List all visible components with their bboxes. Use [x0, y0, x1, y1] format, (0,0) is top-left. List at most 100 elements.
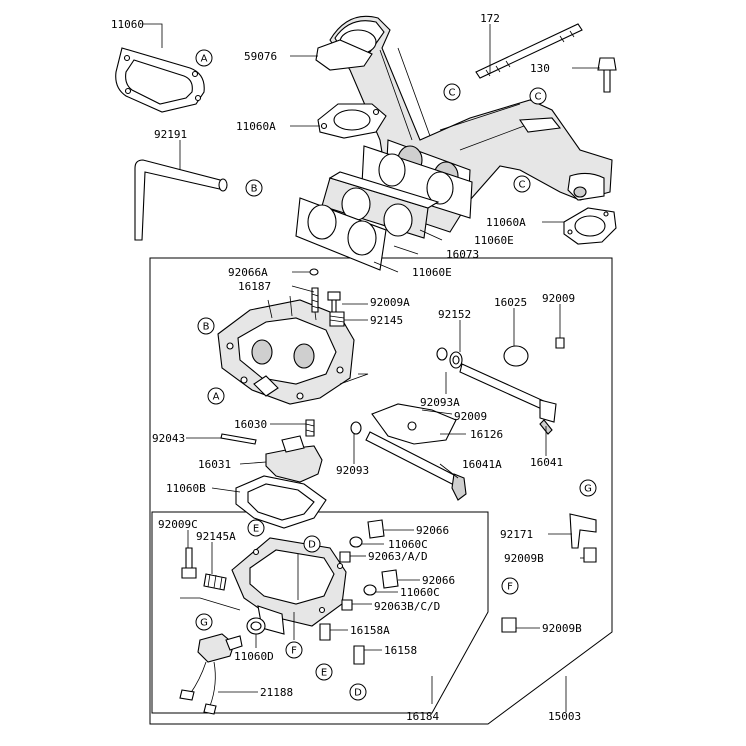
throttle-shaft-16041-part [459, 363, 557, 435]
label-15003: 15003 [548, 710, 581, 723]
label-16158a: 16158A [350, 624, 390, 637]
gasket-11060-part [115, 47, 205, 113]
label-16025: 16025 [494, 296, 527, 309]
ref-circle-a-top: A [195, 49, 213, 67]
label-11060b: 11060B [166, 482, 206, 495]
svg-text:C: C [519, 180, 526, 191]
plug-92066-b-part [381, 569, 399, 589]
bolt-92009b-a-part [583, 547, 597, 563]
svg-text:F: F [507, 582, 513, 593]
label-16030: 16030 [234, 418, 267, 431]
label-16073: 16073 [446, 248, 479, 261]
svg-text:A: A [201, 54, 208, 65]
label-16126: 16126 [470, 428, 503, 441]
plug-92066-a-part [367, 519, 385, 539]
gasket-11060a-right-part [563, 207, 617, 245]
label-21188: 21188 [260, 686, 293, 699]
ref-circle-d-screw: D [349, 683, 367, 701]
spring-92145-part [329, 311, 345, 327]
label-11060: 11060 [111, 18, 144, 31]
carburetor-body-part [217, 295, 355, 405]
ref-circle-g-top: G [579, 479, 597, 497]
ref-circle-f-bowl: F [285, 641, 303, 659]
gasket-11060b-part [235, 475, 327, 529]
gasket-11060c-b-part [363, 584, 377, 596]
spring-92145a-part [203, 573, 227, 591]
float-bowl-part [231, 537, 347, 635]
screw-92009-top-part [555, 337, 565, 349]
seal-92093-part [350, 421, 362, 435]
label-16184: 16184 [406, 710, 439, 723]
label-92145: 92145 [370, 314, 403, 327]
gasket-11060a-upper-part [317, 103, 387, 139]
washer-92093a-part [436, 347, 448, 361]
label-92063bcd: 92063B/C/D [374, 600, 440, 613]
svg-text:B: B [203, 322, 210, 333]
screw-16158-part [353, 645, 365, 665]
label-11060e-b: 11060E [412, 266, 452, 279]
gasket-11060d-part [246, 617, 266, 635]
svg-text:D: D [354, 688, 362, 699]
bolt-130-part [597, 57, 617, 93]
insulator-16073-part [321, 171, 440, 239]
svg-text:B: B [251, 184, 258, 195]
float-bowl-subassembly-frame [151, 511, 489, 714]
ref-circle-e-bowl: E [247, 519, 265, 537]
label-92066a: 92066A [228, 266, 268, 279]
label-11060a-right: 11060A [486, 216, 526, 229]
label-92043: 92043 [152, 432, 185, 445]
svg-text:E: E [253, 524, 259, 535]
screw-92009c-part [181, 547, 197, 579]
gasket-11060e-lower-part [295, 197, 387, 271]
screw-16158a-part [319, 623, 331, 641]
gasket-11060e-part [361, 145, 473, 219]
ref-circle-b-carb: B [197, 317, 215, 335]
ref-circle-a-carb: A [207, 387, 225, 405]
leader-lines [142, 23, 600, 712]
label-92066-a: 92066 [416, 524, 449, 537]
label-92009a: 92009A [370, 296, 410, 309]
jet-92063bcd-part [341, 599, 353, 611]
svg-text:C: C [535, 92, 542, 103]
svg-text:F: F [291, 646, 297, 657]
label-92063ad: 92063/A/D [368, 550, 428, 563]
svg-text:A: A [213, 392, 220, 403]
label-172: 172 [480, 12, 500, 25]
label-16158: 16158 [384, 644, 417, 657]
label-92009c: 92009C [158, 518, 198, 531]
label-92093a: 92093A [420, 396, 460, 409]
label-59076: 59076 [244, 50, 277, 63]
pilot-jet-16030-part [305, 419, 315, 437]
svg-text:G: G [584, 484, 592, 495]
ref-circle-f-right: F [501, 577, 519, 595]
label-16187: 16187 [238, 280, 271, 293]
ref-circle-c-1: C [443, 83, 461, 101]
svg-text:E: E [321, 668, 327, 679]
cap-92066a-part [309, 268, 319, 276]
label-11060d: 11060D [234, 650, 274, 663]
svg-text:C: C [449, 88, 456, 99]
ref-circle-e-screw: E [315, 663, 333, 681]
gasket-11060c-a-part [349, 536, 363, 548]
label-11060c-a: 11060C [388, 538, 428, 551]
svg-text:G: G [200, 618, 208, 629]
label-92066-b: 92066 [422, 574, 455, 587]
label-16041a: 16041A [462, 458, 502, 471]
jet-92063ad-part [339, 551, 351, 563]
throttle-plate-16025-part [503, 345, 529, 367]
label-92009b-b: 92009B [542, 622, 582, 635]
ref-circle-d-bowl: D [303, 535, 321, 553]
choke-shaft-16041a-part [365, 431, 467, 501]
label-92171: 92171 [500, 528, 533, 541]
breather-hose-92191-part [134, 159, 228, 241]
stud-172-part [475, 23, 583, 79]
label-92009b-a: 92009B [504, 552, 544, 565]
label-16031: 16031 [198, 458, 231, 471]
label-92145a: 92145A [196, 530, 236, 543]
label-11060a-top: 11060A [236, 120, 276, 133]
label-130: 130 [530, 62, 550, 75]
screw-16187-part [311, 287, 319, 313]
label-92152: 92152 [438, 308, 471, 321]
label-92191: 92191 [154, 128, 187, 141]
